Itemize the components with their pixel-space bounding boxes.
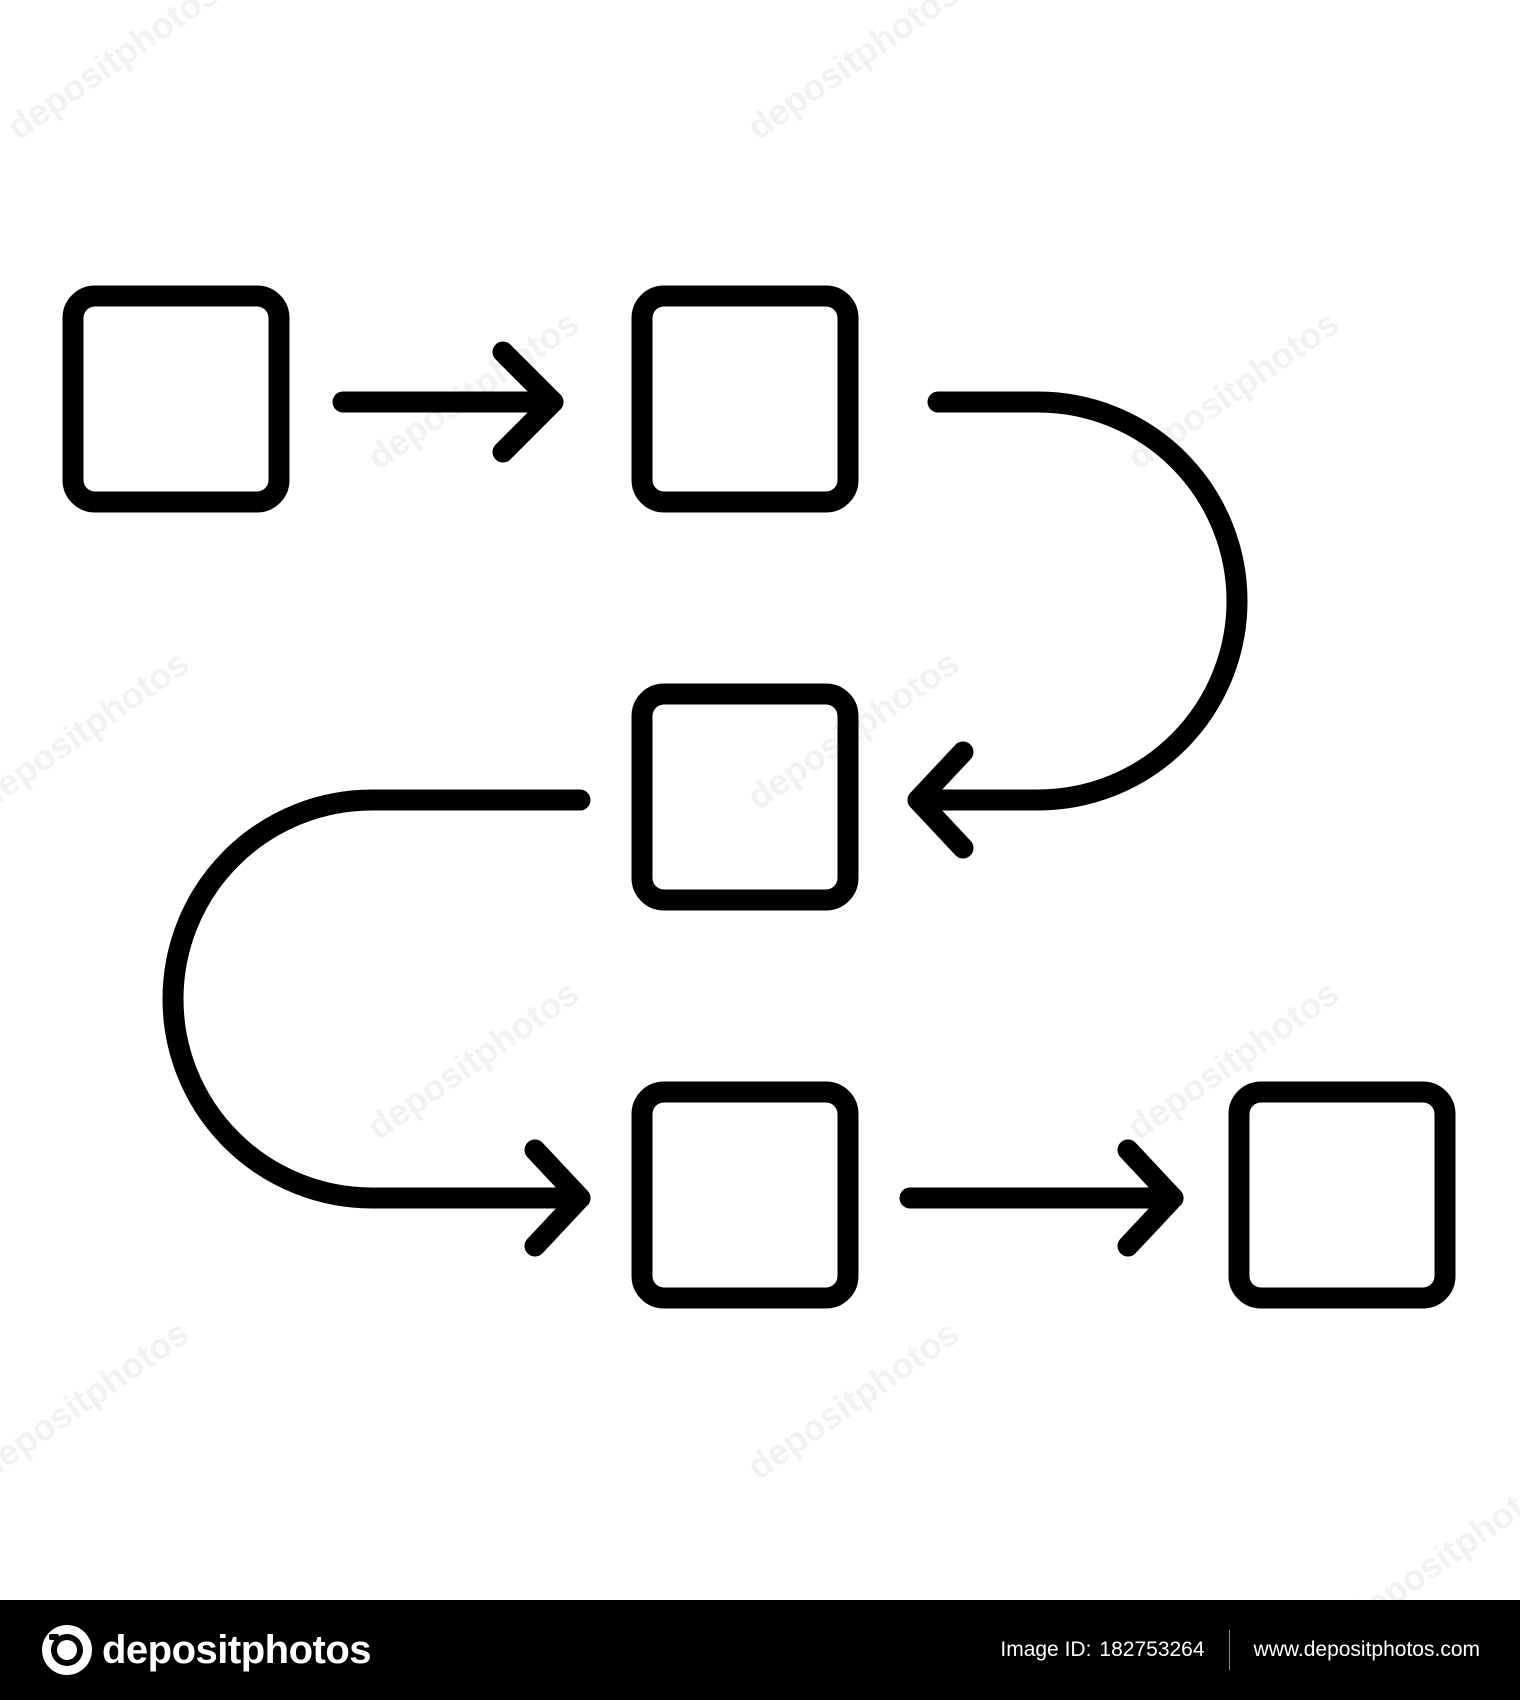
arrow-box-3-to-box-4 <box>162 789 591 1257</box>
arrow-box-2-to-box-3 <box>907 391 1248 859</box>
footer-meta: Image ID: 182753264 www.depositphotos.co… <box>1000 1600 1480 1700</box>
footer-divider <box>1228 1630 1230 1670</box>
image-id-value: 182753264 <box>1099 1638 1205 1661</box>
arrowhead-icon <box>1117 1139 1184 1257</box>
arrowhead-icon <box>907 741 974 859</box>
footer-bar: depositphotos Image ID: 182753264 www.de… <box>0 1600 1520 1700</box>
image-id: Image ID: 182753264 <box>1000 1638 1204 1662</box>
connector-line <box>907 391 1248 811</box>
process-box-3 <box>631 683 859 911</box>
process-box-1 <box>62 285 290 513</box>
arrowhead-icon <box>524 1139 591 1257</box>
nodes-layer <box>62 285 1456 1309</box>
flow-diagram <box>62 285 1456 1309</box>
arrow-box-4-to-box-5 <box>899 1139 1184 1257</box>
connector-line <box>162 789 591 1209</box>
image-id-label: Image ID: <box>1000 1638 1092 1661</box>
edges-layer <box>162 341 1248 1257</box>
arrow-box-1-to-box-2 <box>332 341 564 463</box>
site-url[interactable]: www.depositphotos.com <box>1253 1638 1480 1661</box>
brand-name: depositphotos <box>102 1627 372 1672</box>
process-box-5 <box>1228 1081 1456 1309</box>
process-box-4 <box>631 1081 859 1309</box>
arrowhead-icon <box>492 341 564 463</box>
brand: depositphotos <box>40 1620 372 1680</box>
process-box-2 <box>631 285 859 513</box>
camera-logo-icon <box>42 1625 92 1675</box>
